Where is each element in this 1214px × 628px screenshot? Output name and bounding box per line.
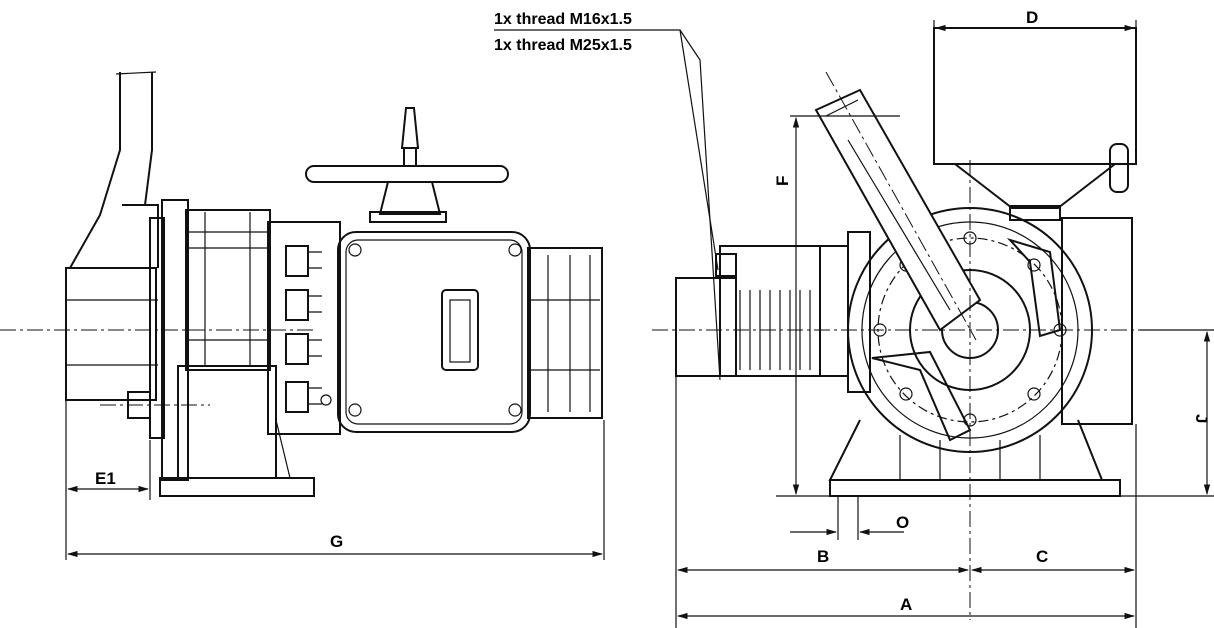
dim-label-j: J — [1192, 414, 1211, 423]
dim-label-b: B — [817, 547, 829, 566]
motor-cover — [337, 231, 531, 433]
gearbox-body — [159, 365, 315, 497]
front-base — [828, 419, 1121, 497]
dim-label-d: D — [1026, 8, 1038, 27]
top-bracket — [933, 27, 1137, 221]
flange-plate — [149, 199, 271, 481]
dim-label-g: G — [330, 532, 343, 551]
thread-label-m16: 1x thread M16x1.5 — [494, 11, 632, 28]
side-view — [0, 71, 603, 497]
thread-label-m25: 1x thread M25x1.5 — [494, 37, 632, 54]
front-view-dimensions — [675, 20, 1214, 628]
body-right — [1061, 217, 1133, 425]
dim-label-c: C — [1036, 547, 1048, 566]
dim-label-e1: E1 — [95, 469, 116, 488]
side-view-dimensions — [65, 400, 605, 560]
dim-label-o: O — [896, 513, 909, 532]
valve-adapter — [65, 71, 159, 419]
rear-end-cap — [527, 247, 603, 419]
lever-arm — [814, 88, 982, 332]
thread-callout — [494, 29, 721, 381]
handwheel-side — [305, 107, 509, 223]
terminal-strip — [267, 221, 341, 435]
dim-label-a: A — [900, 595, 912, 614]
dim-label-f: F — [773, 176, 792, 186]
motor-front — [675, 231, 871, 393]
